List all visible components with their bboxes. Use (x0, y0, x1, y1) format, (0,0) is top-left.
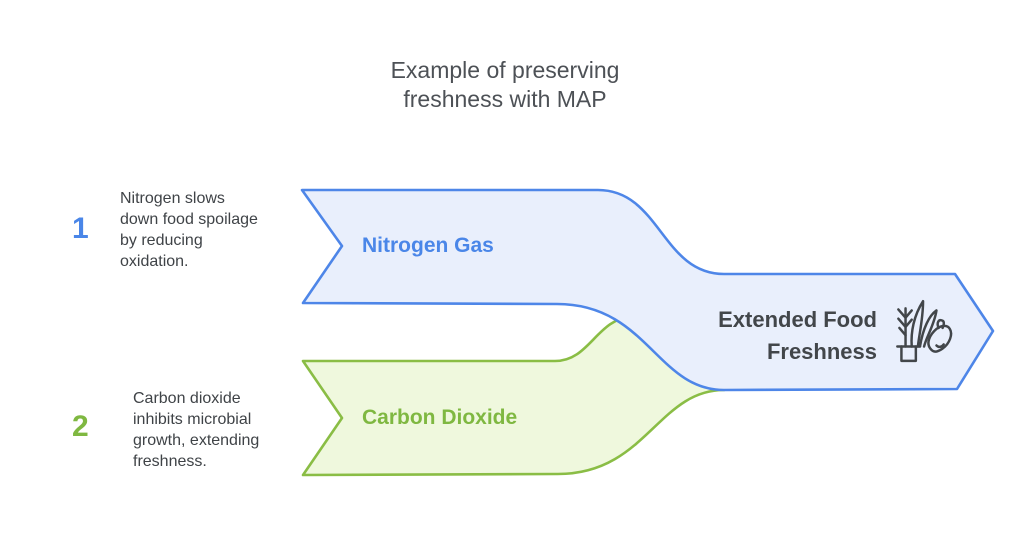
lemon-inner-line (935, 343, 945, 349)
grass-blade-1 (910, 299, 925, 348)
grass-blade-2 (918, 309, 938, 348)
wheat-and-lemon-icon (896, 299, 953, 363)
nitrogen-band-and-result-arrow-shape (300, 188, 995, 392)
step-1-number: 1 (72, 212, 89, 245)
twig-branches (897, 308, 913, 337)
step-2-description: Carbon dioxide inhibits microbial growth… (133, 390, 260, 470)
step-1-description: Nitrogen slows down food spoilage by red… (120, 190, 258, 270)
carbon-dioxide-label: Carbon Dioxide (362, 406, 518, 429)
pot-body (900, 345, 918, 363)
lemon-body (927, 324, 953, 353)
step-2-number: 2 (72, 410, 89, 443)
page-title: Example of preserving freshness with MAP (390, 57, 620, 112)
nitrogen-gas-label: Nitrogen Gas (362, 234, 494, 257)
lemon-stem (936, 318, 946, 330)
result-label: Extended Food Freshness (718, 307, 877, 364)
